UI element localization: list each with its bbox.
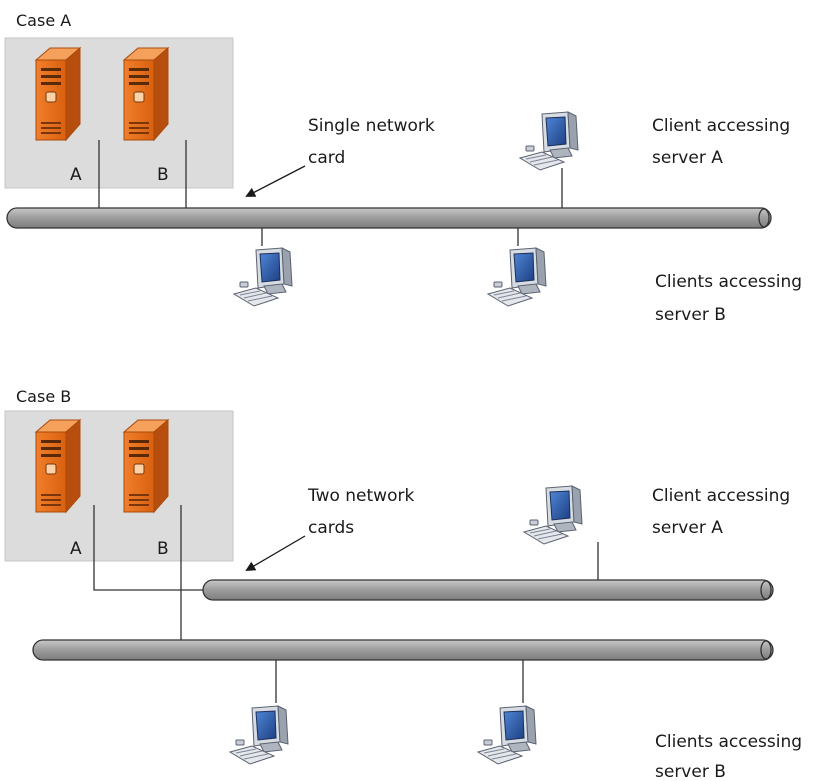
case-b-client-b2-icon — [477, 705, 537, 765]
server-a-link — [93, 505, 205, 591]
case-b-clients-b-line2: server B — [655, 762, 726, 781]
case-a-client-a-line1: Client accessing — [652, 116, 790, 136]
case-b-client-b1-icon — [229, 705, 289, 765]
case-b-network-cable-a — [202, 579, 774, 601]
case-a: Case A A B Single network card Client ac… — [4, 11, 802, 325]
case-b: Case B A B Two network cards Client acce… — [4, 387, 802, 781]
case-b-callout-arrow — [245, 535, 306, 572]
case-a-client-a-icon — [519, 111, 579, 171]
case-a-network-cable — [6, 207, 772, 229]
server-a-icon — [35, 47, 81, 141]
case-a-callout-line1: Single network — [308, 116, 435, 136]
case-b-callout-line1: Two network — [307, 486, 414, 506]
case-a-clients-b-line2: server B — [655, 305, 726, 325]
case-a-clients-b-line1: Clients accessing — [655, 272, 802, 292]
case-a-callout-arrow — [245, 165, 306, 197]
case-b-server-b-label: B — [157, 539, 169, 559]
case-b-clients-b-line1: Clients accessing — [655, 732, 802, 752]
case-b-title: Case B — [16, 387, 71, 406]
server-b-icon — [123, 419, 169, 513]
case-b-client-a-line2: server A — [652, 518, 723, 538]
server-a-icon — [35, 419, 81, 513]
case-a-server-a-label: A — [70, 165, 82, 185]
case-b-server-a-label: A — [70, 539, 82, 559]
case-a-callout-line2: card — [308, 148, 345, 168]
case-a-client-a-line2: server A — [652, 148, 723, 168]
case-a-client-b1-icon — [233, 247, 293, 307]
case-a-title: Case A — [16, 11, 71, 30]
case-a-client-b2-icon — [487, 247, 547, 307]
server-b-icon — [123, 47, 169, 141]
case-b-client-a-icon — [523, 485, 583, 545]
case-b-client-a-line1: Client accessing — [652, 486, 790, 506]
case-a-server-b-label: B — [157, 165, 169, 185]
case-b-callout-line2: cards — [308, 518, 354, 538]
case-b-network-cable-b — [32, 639, 774, 661]
